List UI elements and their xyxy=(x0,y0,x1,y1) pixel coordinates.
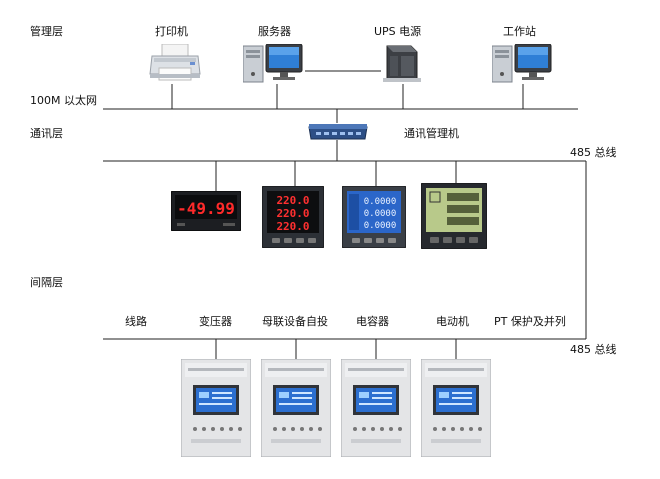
lcd-power-meter-icon xyxy=(420,182,488,253)
device-label-printer: 打印机 xyxy=(155,25,188,38)
layer-label-management: 管理层 xyxy=(30,25,63,38)
layer-label-bay: 间隔层 xyxy=(30,276,63,289)
multifunction-meter-icon: 0.0000 0.0000 0.0000 xyxy=(341,185,407,252)
protection-relay-icon xyxy=(340,358,412,458)
ups-icon xyxy=(381,44,421,88)
device-label-server: 服务器 xyxy=(258,25,291,38)
layer-label-communication: 通讯层 xyxy=(30,127,63,140)
bay-category-line: 线路 xyxy=(125,315,147,328)
device-label-ups: UPS 电源 xyxy=(374,25,422,38)
layer-label-network: 100M 以太网 xyxy=(30,94,97,107)
protection-unit-4 xyxy=(420,358,492,461)
phase-b-reading: 220.0 xyxy=(276,207,309,220)
phase-a-reading: 220.0 xyxy=(276,194,309,207)
three-phase-meter-icon: 220.0 220.0 220.0 xyxy=(261,185,325,252)
led-meter-icon: -49.99 xyxy=(170,190,242,235)
device-label-workstation: 工作站 xyxy=(503,25,536,38)
protection-unit-2 xyxy=(260,358,332,461)
bay-category-motor: 电动机 xyxy=(436,315,469,328)
multifunction-reading-3: 0.0000 xyxy=(364,221,397,231)
bay-category-bus-tie: 母联设备自投 xyxy=(262,315,328,328)
bay-category-transformer: 变压器 xyxy=(199,315,232,328)
protection-relay-icon xyxy=(420,358,492,458)
rs485-label-lower: 485 总线 xyxy=(570,343,617,356)
protection-relay-icon xyxy=(180,358,252,458)
bay-category-pt: PT 保护及并列 xyxy=(494,315,566,328)
comm-manager-label: 通讯管理机 xyxy=(404,127,459,140)
server-pc-icon xyxy=(242,43,305,88)
protection-unit-3 xyxy=(340,358,412,461)
bay-category-capacitor: 电容器 xyxy=(356,315,389,328)
phase-c-reading: 220.0 xyxy=(276,220,309,233)
rs485-label-upper: 485 总线 xyxy=(570,146,617,159)
printer-icon xyxy=(148,43,202,88)
workstation-pc-icon xyxy=(491,43,554,88)
led-meter-reading: -49.99 xyxy=(177,199,235,218)
network-switch-icon xyxy=(307,122,369,145)
protection-unit-1 xyxy=(180,358,252,461)
multifunction-reading-1: 0.0000 xyxy=(364,197,397,207)
multifunction-reading-2: 0.0000 xyxy=(364,209,397,219)
protection-relay-icon xyxy=(260,358,332,458)
